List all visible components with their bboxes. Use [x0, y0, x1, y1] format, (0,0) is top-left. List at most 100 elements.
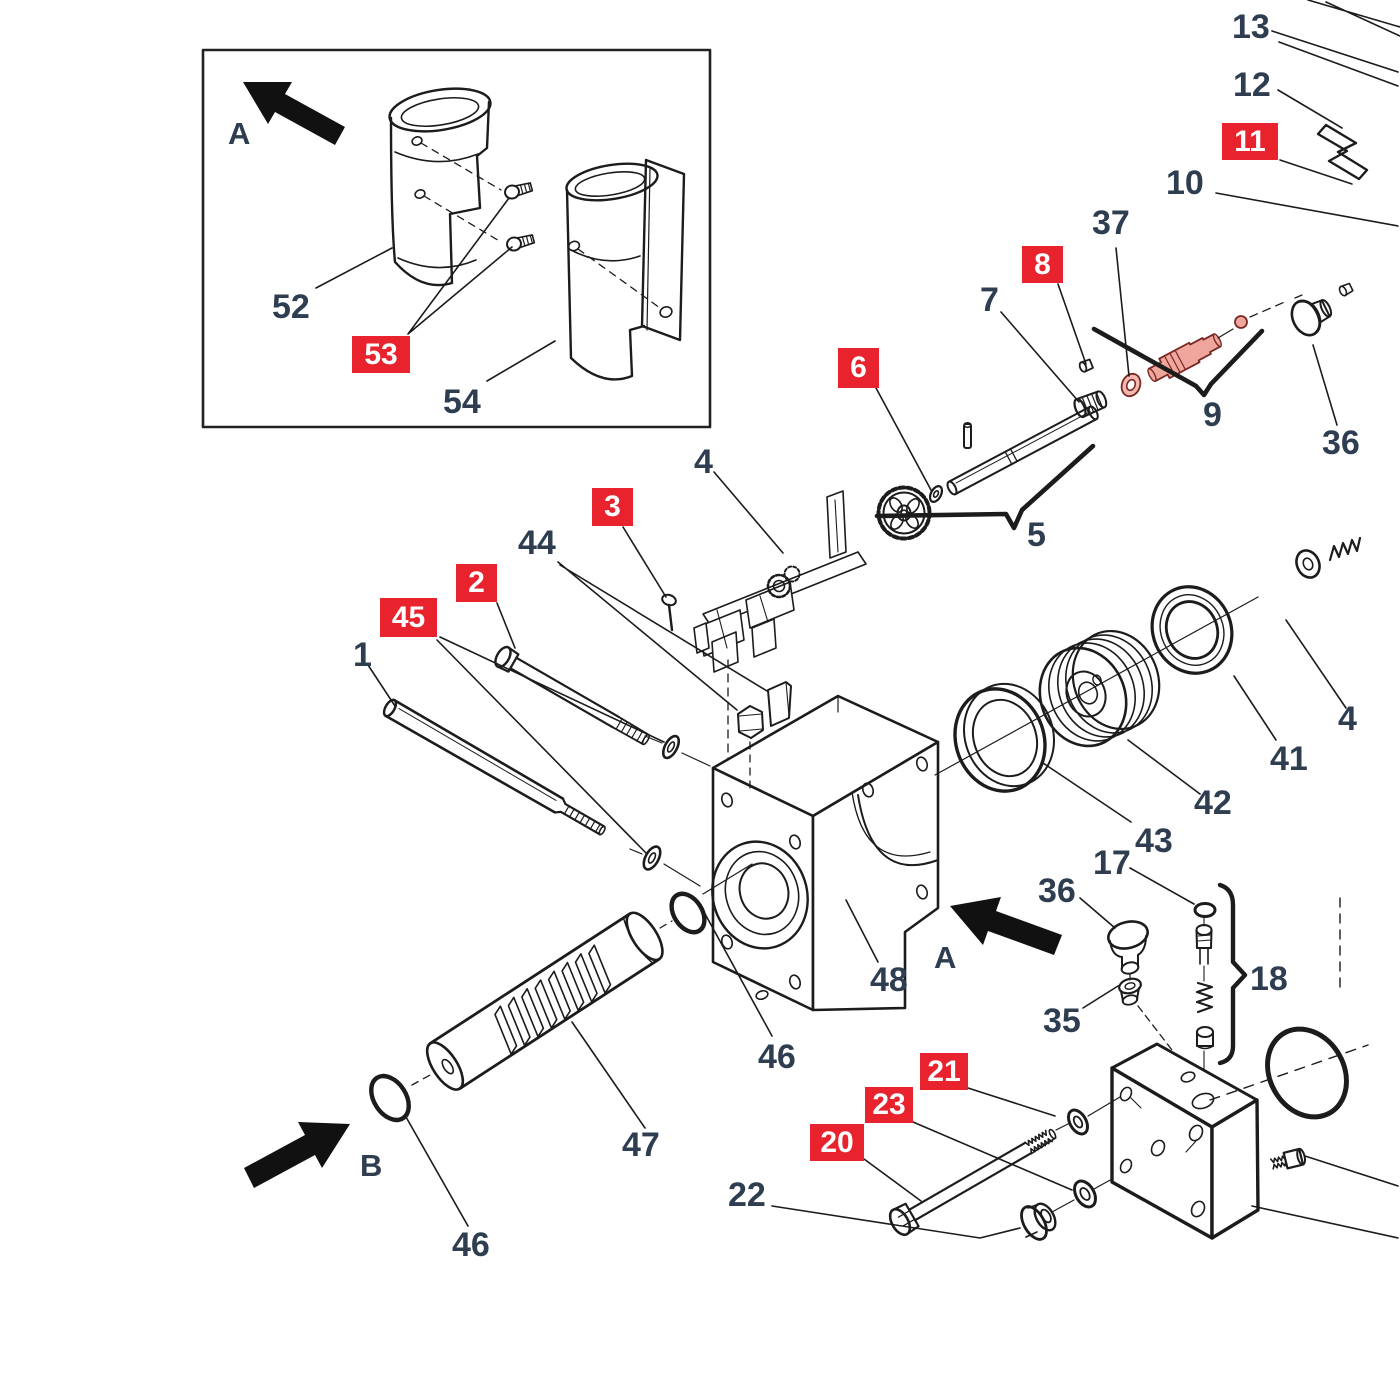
part-label-37: 37 — [1092, 204, 1130, 242]
leader-4-partial — [1285, 619, 1347, 709]
leader-36-top — [1312, 344, 1338, 426]
part-label-36-sub: 36 — [1038, 872, 1076, 910]
pulley-42 — [1038, 629, 1161, 748]
leader-35 — [1082, 985, 1119, 1009]
leader-43 — [1042, 762, 1132, 823]
part-label-46-right: 46 — [758, 1038, 796, 1076]
valve-spool-group — [1000, 247, 1354, 426]
leader-23 — [912, 1121, 1073, 1191]
relief-valve-group — [1079, 867, 1341, 1099]
highlight-callout-8[interactable]: 8 — [1022, 246, 1063, 283]
gear — [876, 485, 932, 541]
part-label-46-left: 46 — [452, 1226, 490, 1264]
highlight-callout-23[interactable]: 23 — [865, 1087, 913, 1123]
highlight-callout-6[interactable]: 6 — [838, 348, 879, 388]
inset-screw-2 — [506, 234, 536, 252]
plug-35 — [1118, 977, 1142, 1006]
shaft-5 — [946, 405, 1099, 496]
view-label-a-inset: A — [228, 116, 251, 151]
highlight-callout-11[interactable]: 11 — [1222, 123, 1278, 160]
leader-20 — [863, 1158, 922, 1202]
leader-45 — [436, 636, 665, 854]
oring-46-left — [369, 1073, 411, 1123]
hex-nut-44 — [737, 705, 764, 739]
pin-5 — [963, 422, 972, 449]
highlight-callout-53[interactable]: 53 — [352, 336, 410, 373]
valve-seat-18 — [1196, 1026, 1214, 1050]
part-label-17: 17 — [1093, 844, 1131, 882]
part-label-42: 42 — [1194, 784, 1232, 822]
leader-8 — [1057, 283, 1087, 365]
highlight-callout-3[interactable]: 3 — [592, 488, 633, 526]
highlight-callout-2[interactable]: 2 — [456, 564, 497, 602]
leader-3 — [622, 526, 667, 598]
leader-21 — [967, 1087, 1056, 1117]
washer-45-a — [661, 734, 681, 760]
part-label-4-partial: 4 — [1338, 700, 1357, 738]
leader-right-edge-2 — [1251, 1205, 1399, 1239]
plug-36-sub — [1107, 920, 1149, 975]
leader-47 — [571, 1021, 646, 1129]
housing-48 — [711, 681, 940, 1012]
part-label-13: 13 — [1232, 8, 1270, 46]
seal-and-pulley-group — [934, 536, 1362, 823]
drive-piston-group — [244, 863, 773, 1227]
part-label-36-top: 36 — [1322, 424, 1360, 462]
part-label-48: 48 — [870, 961, 908, 999]
bracket-9 — [1091, 326, 1265, 398]
part-label-54: 54 — [443, 383, 481, 421]
part-label-22: 22 — [728, 1176, 766, 1214]
clamp-shell-52 — [388, 87, 502, 287]
part-label-4: 4 — [694, 443, 713, 481]
leader-7 — [1000, 311, 1080, 403]
screw-3 — [661, 593, 677, 632]
bracket-5 — [874, 443, 1096, 531]
screw-block-side — [1269, 1147, 1307, 1170]
leader-11 — [1279, 159, 1353, 185]
inset-screw-1 — [504, 182, 534, 200]
view-label-a-main: A — [934, 940, 957, 975]
view-arrow-a-inset — [243, 82, 345, 145]
leader-17 — [1129, 867, 1195, 905]
leader-48 — [845, 899, 879, 963]
view-arrow-b-main — [244, 1122, 350, 1188]
gear-and-shaft — [874, 387, 1099, 541]
washer-top-right — [1295, 549, 1321, 579]
part-label-18: 18 — [1250, 960, 1288, 998]
piston-47 — [425, 911, 664, 1091]
screw-36-top-right — [1338, 282, 1354, 297]
highlight-callout-20[interactable]: 20 — [810, 1124, 864, 1161]
washer-6 — [928, 485, 944, 503]
view-label-b-main: B — [360, 1148, 383, 1183]
part-label-35: 35 — [1043, 1002, 1081, 1040]
seal-ring-43 — [953, 682, 1056, 793]
highlight-callout-45[interactable]: 45 — [380, 598, 437, 637]
part-label-52: 52 — [272, 288, 310, 326]
spring-top-right — [1328, 536, 1362, 562]
oring-37 — [1120, 372, 1142, 398]
brace-18 — [1217, 882, 1248, 1066]
leader-42 — [1127, 739, 1201, 795]
leader-22 — [771, 1205, 1021, 1239]
inset-detail-box — [201, 48, 712, 429]
highlight-callout-21[interactable]: 21 — [920, 1053, 968, 1090]
washer-21 — [1067, 1108, 1089, 1136]
leader-12 — [1277, 89, 1343, 129]
leader-13 — [1271, 30, 1399, 87]
plug-7 — [1073, 390, 1108, 419]
washer-23 — [1073, 1179, 1097, 1209]
leader-1 — [367, 664, 396, 707]
leader-44 — [557, 561, 773, 711]
leader-41 — [1233, 675, 1277, 741]
bracket-part-12 — [1316, 123, 1369, 181]
part-label-44: 44 — [518, 524, 556, 562]
leader-36-sub — [1079, 897, 1116, 929]
knob-36-top — [1290, 299, 1333, 337]
washer-45-b — [642, 845, 662, 871]
seal-ring-41 — [1150, 585, 1234, 675]
block-44 — [767, 681, 792, 727]
oring-17 — [1193, 902, 1217, 918]
leader-right-edge-1 — [1304, 1155, 1399, 1187]
leader-37 — [1115, 247, 1130, 377]
part-label-5: 5 — [1027, 516, 1046, 554]
